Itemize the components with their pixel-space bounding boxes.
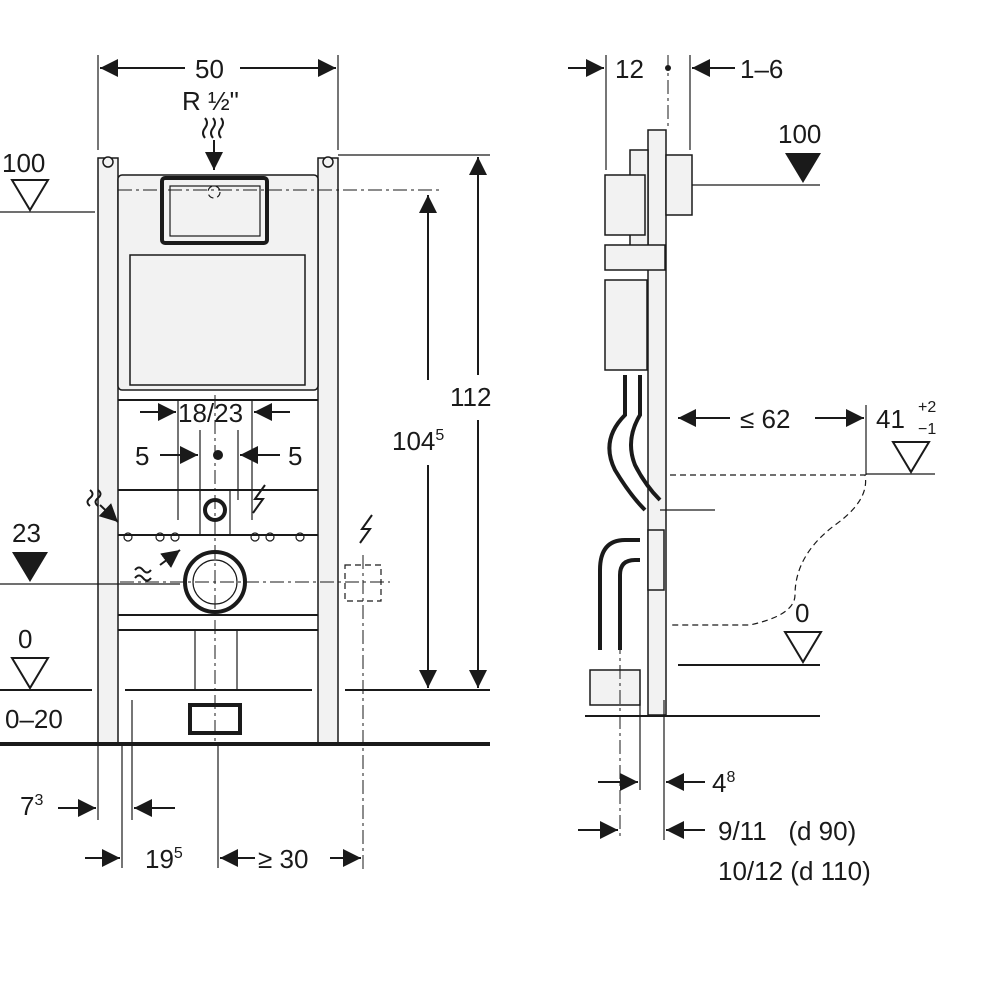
water-icon: [86, 489, 102, 507]
dim-offset-right: 5: [288, 441, 302, 471]
side-level-0-label: 0: [795, 598, 809, 628]
water-icon-2: [134, 566, 152, 582]
dim-edge-offset: 73: [20, 791, 43, 821]
level-100-label: 100: [2, 148, 45, 178]
level-0-label: 0: [18, 624, 32, 654]
dim-depth-top: 12: [615, 54, 644, 84]
dim-drain-offset: 195: [145, 844, 183, 874]
side-level-100-label: 100: [778, 119, 821, 149]
bowl-tol-minus: −1: [918, 421, 936, 438]
dim-height-inner: 1045: [392, 426, 444, 456]
dim-pipe-d90: 9/11 (d 90): [718, 816, 856, 846]
floor-range-label: 0–20: [5, 704, 63, 734]
dim-offset-left: 5: [135, 441, 149, 471]
dim-adjust-range: 1–6: [740, 54, 783, 84]
dim-pipe-offset: 48: [712, 768, 735, 798]
electric-icon-2: [252, 484, 266, 514]
level-23-label: 23: [12, 518, 41, 548]
side-view: 12 1–6 100 ≤ 62 41 +2: [568, 54, 936, 886]
dim-width: 50: [195, 54, 224, 84]
front-view: 50 R ½": [0, 54, 491, 874]
thread-label: R ½": [182, 86, 239, 116]
dim-min-distance: ≥ 30: [258, 844, 308, 874]
dim-bowl-height: 41: [876, 404, 905, 434]
dim-max-projection: ≤ 62: [740, 404, 790, 434]
water-supply-icon: [202, 117, 224, 139]
dim-height-total: 112: [450, 382, 491, 412]
bowl-tol-plus: +2: [918, 399, 936, 416]
electric-icon: [359, 514, 373, 544]
dim-spacing: 18/23: [178, 398, 243, 428]
dim-pipe-d110: 10/12 (d 110): [718, 856, 871, 886]
